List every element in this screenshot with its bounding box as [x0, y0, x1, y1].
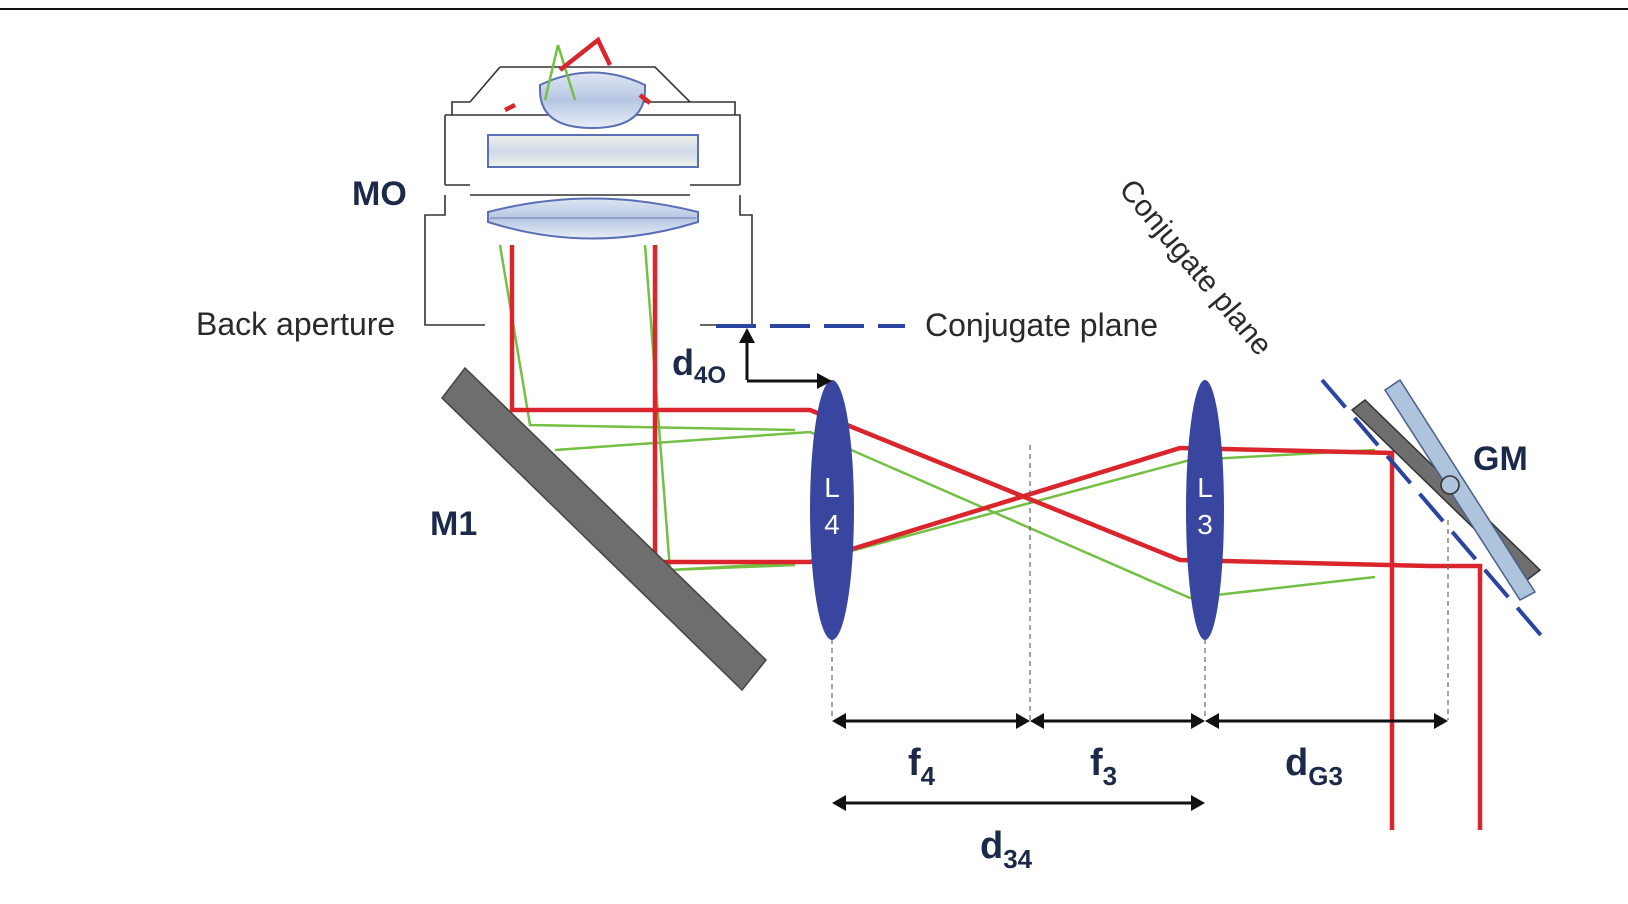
label-dg3: dG3 — [1285, 742, 1343, 791]
galvo-mirror-gm — [1350, 378, 1542, 601]
conjugate-plane-diagonal-line — [1320, 378, 1547, 642]
label-f3: f3 — [1090, 742, 1117, 791]
construction-lines — [831, 445, 1449, 720]
label-gm: GM — [1473, 440, 1528, 478]
mirror-m1 — [440, 366, 768, 692]
lens-l4-number: 4 — [824, 509, 840, 540]
label-d34: d34 — [980, 825, 1033, 874]
lens-l3-letter: L — [1197, 472, 1213, 503]
d4o-arrow — [739, 328, 832, 389]
dimension-arrows — [832, 713, 1448, 811]
lens-l4-letter: L — [824, 472, 840, 503]
label-d4o: d4O — [672, 342, 726, 389]
lens-l3 — [1186, 380, 1224, 640]
label-conjugate-plane-horizontal: Conjugate plane — [925, 307, 1158, 343]
objective-lens-elements — [487, 71, 699, 240]
red-beam-paths — [503, 36, 1483, 830]
label-m1: M1 — [430, 505, 477, 543]
label-mo: MO — [352, 175, 407, 213]
lens-l3-number: 3 — [1197, 509, 1213, 540]
label-back-aperture: Back aperture — [196, 306, 395, 342]
label-f4: f4 — [908, 742, 936, 791]
lens-l4 — [810, 380, 854, 640]
